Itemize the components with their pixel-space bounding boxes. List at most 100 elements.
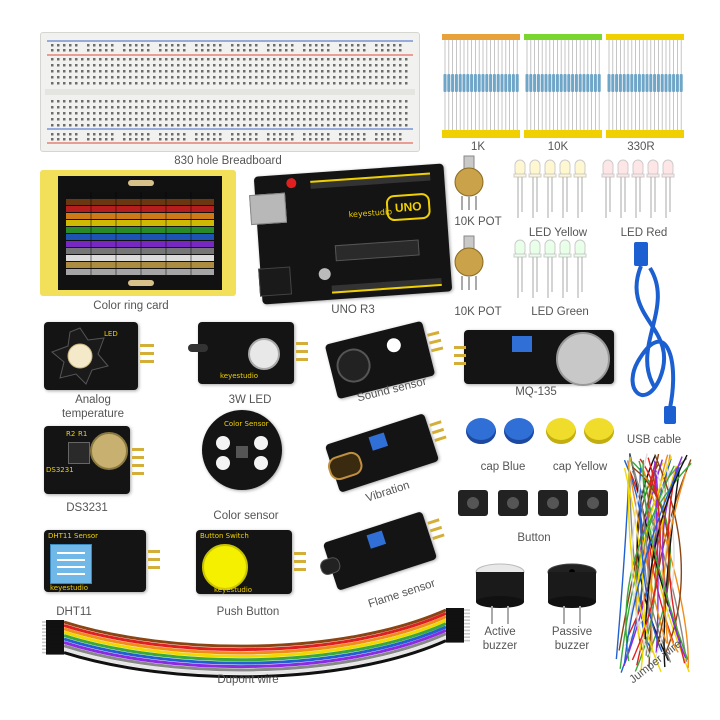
cap-blue-label: cap Blue [480,461,526,473]
dht11-sensor-body [50,544,92,584]
push-button-title: Button Switch [200,532,249,540]
color-sensor-title: Color Sensor [224,420,269,428]
color-ring-card [40,170,236,296]
vibration-pot [368,432,389,451]
pot-1-graphic [454,155,484,210]
color-sensor-module: Color Sensor [202,410,282,490]
active-buzzer-label-1: Active [484,626,516,638]
led-3w-module: keyestudio [188,322,308,384]
mq135-pot [512,336,532,352]
passive-buzzer [547,563,597,624]
cap-yellow-label: cap Yellow [552,461,608,473]
ds3231-chip [68,442,90,464]
tact-button-4 [578,490,608,516]
mq135-module [454,330,614,386]
breadboard-holes [45,40,415,144]
analog-temperature-module: LED [44,322,154,390]
vibration-module [324,413,447,493]
resistor-1k-graphic [442,34,520,138]
cap-blue-2 [504,418,534,444]
resistor-330r-label: 330R [627,141,655,153]
usb-cable [630,242,676,424]
resistor-1k-label: 1K [470,141,486,153]
led-yellow-set [513,159,587,218]
active-buzzer [475,563,525,624]
pot-2-label: 10K POT [454,306,502,318]
resistor-10k-label: 10K [547,141,569,153]
sound-pot [385,336,403,354]
resistor-pack-1k [442,34,520,138]
ds3231-module: R2 R1 DS3231 [44,426,144,494]
tact-button-3 [538,490,568,516]
led-3w-thermistor [188,344,208,352]
resistor-10k-graphic [524,34,602,138]
dupont-wire-ribbon [42,608,470,679]
dht11-grill [57,552,85,575]
ds3231-label: DS3231 [66,502,108,514]
led-3w-label: 3W LED [228,394,272,406]
uno-r3-board: UNO keyestudio [249,163,453,305]
flame-sensor-module [318,511,445,591]
ds3231-battery [90,432,128,470]
power-jack [258,266,293,297]
uno-brand: keyestudio [348,207,393,220]
potentiometer-1 [452,155,486,212]
uno-r3-label: UNO R3 [331,304,375,316]
ds3231-r1: R1 [78,430,88,438]
analog-temp-label-1: Analog [75,394,111,406]
led-yellow-label: LED Yellow [528,227,588,239]
dupont-wire-label: Dupont wire [217,674,279,686]
digital-header [310,172,431,189]
analog-temp-text: LED [104,330,118,338]
resistor-pack-10k [524,34,602,138]
capacitor [318,267,332,281]
usb-port [249,192,288,226]
push-button-brand: keyestudio [214,586,253,594]
atmega-chip [334,239,420,262]
flame-ir-receiver [318,555,343,577]
color-ring-card-label: Color ring card [93,300,169,312]
vibration-label: Vibration [364,479,412,505]
led-green-label: LED Green [531,306,589,318]
push-button-label: Push Button [216,606,280,618]
analog-temp-label-2: temperature [61,408,125,420]
cap-yellow-2 [584,418,614,444]
active-buzzer-label-2: buzzer [482,640,518,652]
reset-button [285,177,297,189]
jumper-wire-bundle [615,453,692,673]
dht11-module: DHT11 Sensor keyestudio [44,530,160,592]
mq135-gas-sensor [556,332,610,386]
dht11-label: DHT11 [56,606,92,618]
tact-button-2 [498,490,528,516]
cap-yellow-1 [546,418,576,444]
breadboard [40,32,420,152]
ds3231-r2: R2 [66,430,76,438]
resistor-330r-graphic [606,34,684,138]
pot-2-graphic [454,235,484,290]
push-button-module: Button Switch keyestudio [196,530,306,594]
ds3231-side: DS3231 [46,466,74,474]
analog-header [331,277,442,294]
tact-button-1 [458,490,488,516]
resistor-pack-330r [606,34,684,138]
led-red-set [601,159,675,218]
led-red-label: LED Red [620,227,668,239]
usb-cable-label: USB cable [626,434,682,446]
dht11-brand: keyestudio [50,584,89,592]
push-button-cap [202,544,248,590]
vibration-spring [325,449,366,483]
led-3w-brand: keyestudio [220,372,259,380]
cap-blue-1 [466,418,496,444]
potentiometer-2 [452,235,486,292]
passive-buzzer-label-1: Passive [551,626,593,638]
temp-led-star [51,327,109,385]
led-green-set [513,239,587,298]
button-label: Button [517,532,551,544]
led-3w-lens [248,338,280,370]
mq135-label: MQ-135 [515,386,557,398]
passive-buzzer-label-2: buzzer [554,640,590,652]
breadboard-label: 830 hole Breadboard [174,155,282,167]
dht11-title: DHT11 Sensor [48,532,99,540]
color-ring-table [66,180,214,286]
microphone [332,344,375,387]
